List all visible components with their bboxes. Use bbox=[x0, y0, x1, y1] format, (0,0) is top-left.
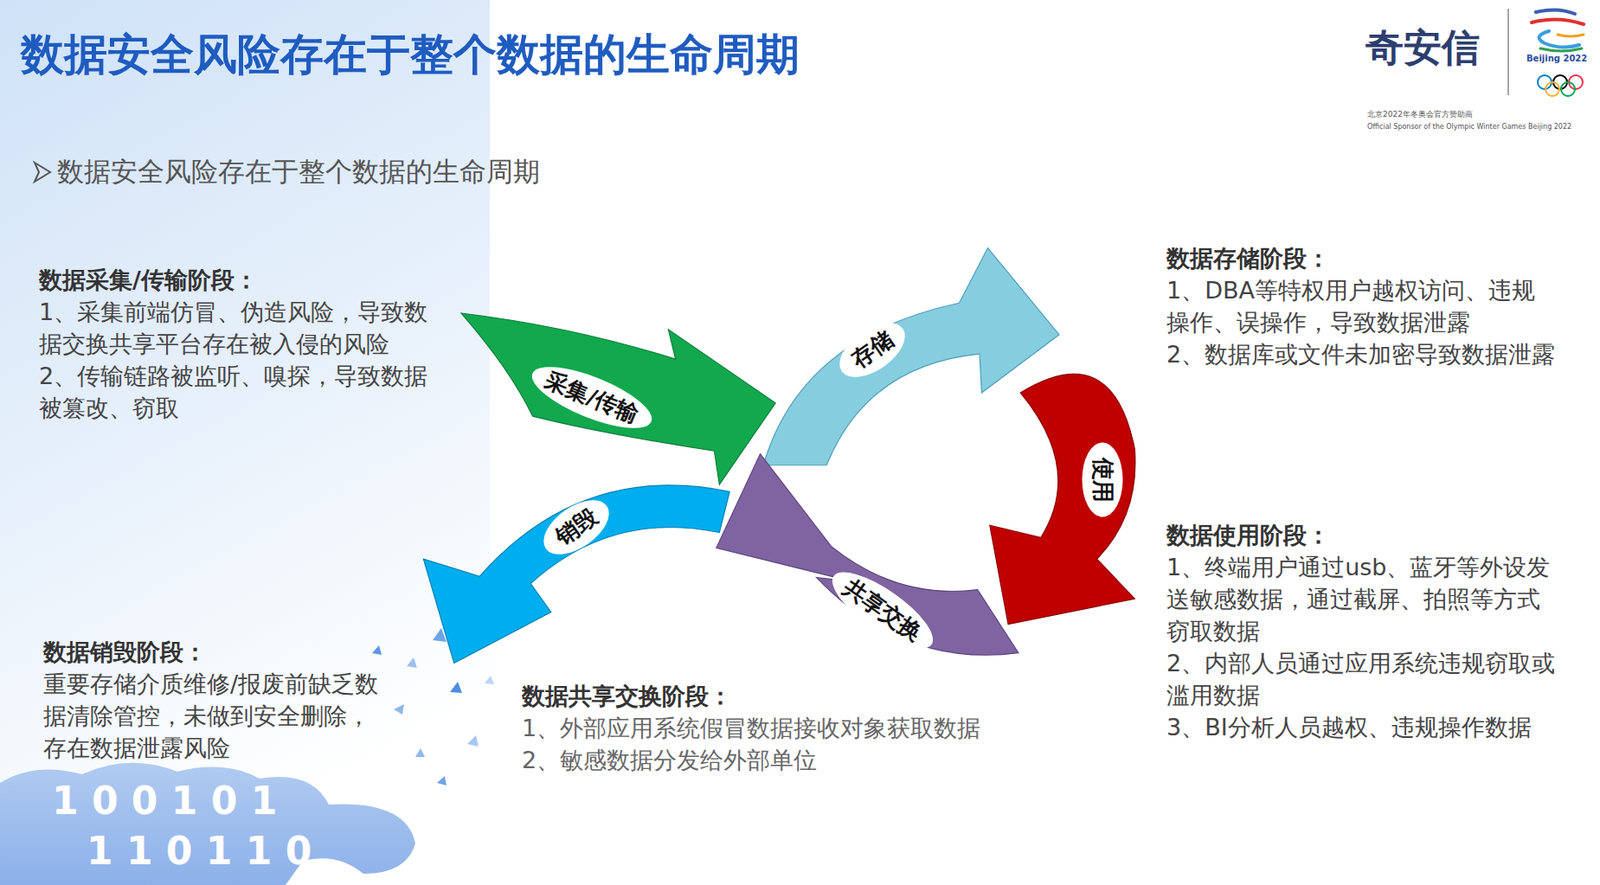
risk-item: 3、BI分析人员越权、违规操作数据 bbox=[1166, 711, 1556, 744]
collect-arrow bbox=[461, 313, 776, 485]
sponsor-note-en: Official Sponsor of the Olympic Winter G… bbox=[1367, 122, 1572, 131]
risk-item: 重要存储介质维修/报废前缺乏数据清除管控，未做到安全删除，存在数据泄露风险 bbox=[43, 668, 386, 765]
binary-digits: 1 0 0 1 0 1 bbox=[51, 778, 277, 823]
collect-notes: 数据采集/传输阶段：1、采集前端仿冒、伪造风险，导致数据交换共享平台存在被入侵的… bbox=[38, 263, 446, 425]
risk-item: 2、敏感数据分发给外部单位 bbox=[521, 744, 1093, 777]
store-arrow bbox=[763, 248, 1060, 466]
share-notes: 数据共享交换阶段：1、外部应用系统假冒数据接收对象获取数据2、敏感数据分发给外部… bbox=[521, 680, 1093, 777]
use-notes: 数据使用阶段：1、终端用户通过usb、蓝牙等外设发送敏感数据，通过截屏、拍照等方… bbox=[1166, 519, 1556, 744]
sponsor-note: 北京2022年冬奥会官方赞助商 bbox=[1367, 109, 1473, 121]
risk-item: 1、采集前端仿冒、伪造风险，导致数据交换共享平台存在被入侵的风险 bbox=[38, 295, 446, 360]
use-arrow bbox=[989, 373, 1136, 624]
brand-name: 奇安信 bbox=[1365, 22, 1480, 74]
logo-divider bbox=[1507, 8, 1510, 96]
store-notes: 数据存储阶段：1、DBA等特权用户越权访问、违规操作、误操作，导致数据泄露2、数… bbox=[1166, 242, 1556, 371]
left-panel bbox=[0, 0, 490, 885]
stage-ellipse: 采集/传输 bbox=[525, 354, 660, 441]
stage-ellipse: 共享交换 bbox=[822, 559, 944, 662]
risk-item: 1、外部应用系统假冒数据接收对象获取数据 bbox=[521, 712, 1093, 745]
page-title: 数据安全风险存在于整个数据的生命周期 bbox=[20, 25, 800, 84]
bullet-arrow bbox=[34, 162, 51, 182]
olympic-emblem bbox=[1531, 9, 1584, 97]
stage-name: 采集/传输 bbox=[526, 361, 656, 435]
share-arrow bbox=[716, 454, 1019, 656]
stage-heading: 数据使用阶段： bbox=[1166, 519, 1556, 552]
risk-item: 2、内部人员通过应用系统违规窃取或滥用数据 bbox=[1166, 647, 1556, 712]
stage-name: 使用 bbox=[1088, 442, 1116, 517]
emblem-text: Beijing 2022 bbox=[1526, 53, 1588, 64]
stage-heading: 数据存储阶段： bbox=[1166, 242, 1556, 275]
stage-ellipse: 存储 bbox=[830, 312, 915, 389]
risk-item: 2、数据库或文件未加密导致数据泄露 bbox=[1166, 338, 1556, 371]
data-blob bbox=[0, 763, 416, 885]
stage-heading: 数据采集/传输阶段： bbox=[38, 263, 446, 296]
particles bbox=[372, 628, 495, 786]
stage-heading: 数据共享交换阶段： bbox=[521, 680, 1093, 713]
destroy-arrow bbox=[423, 485, 730, 664]
risk-item: 1、终端用户通过usb、蓝牙等外设发送敏感数据，通过截屏、拍照等方式窃取数据 bbox=[1166, 551, 1556, 648]
lifecycle-arrows bbox=[423, 248, 1136, 664]
stage-ellipse: 销毁 bbox=[534, 489, 619, 566]
risk-item: 2、传输链路被监听、嗅探，导致数据被篡改、窃取 bbox=[38, 359, 446, 425]
stage-name: 共享交换 bbox=[825, 565, 939, 656]
binary-digits: 1 1 0 1 1 0 bbox=[86, 828, 312, 874]
stage-heading: 数据销毁阶段： bbox=[43, 636, 386, 669]
risk-item: 1、DBA等特权用户越权访问、违规操作、误操作，导致数据泄露 bbox=[1166, 274, 1556, 339]
destroy-notes: 数据销毁阶段：重要存储介质维修/报废前缺乏数据清除管控，未做到安全删除，存在数据… bbox=[43, 636, 386, 765]
stage-ellipse: 使用 bbox=[1081, 442, 1123, 517]
subtitle: 数据安全风险存在于整个数据的生命周期 bbox=[57, 154, 540, 191]
